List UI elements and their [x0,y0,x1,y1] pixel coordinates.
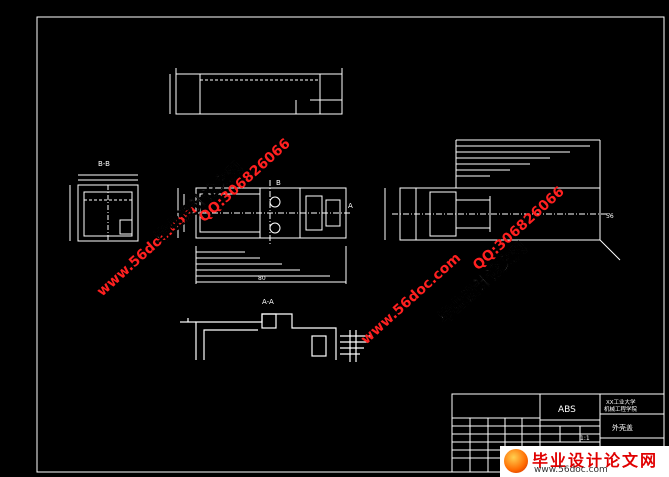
title-block-university: XX工业大学 [606,398,636,406]
front-view [177,180,352,284]
logo-title: 毕业设计论文网 [532,451,659,470]
cut-label-b: B [276,179,281,187]
dim-width: 56 [606,213,614,220]
section-view-b [69,174,139,242]
site-logo: 毕业设计论文网 www.56doc.com [500,446,669,477]
cut-label-a: A [348,202,353,210]
drawing-border [36,16,665,473]
section-label-aa: A-A [262,298,274,306]
title-block-material: ABS [558,405,576,415]
section-view-a [180,313,372,362]
side-view [384,139,621,261]
logo-ball-icon [504,449,528,473]
title-block-part-name: 外壳盖 [612,423,633,432]
title-block-scale: 1:1 [580,435,590,442]
dim-overall: 80 [258,275,266,282]
title-block-department: 机械工程学院 [604,405,638,413]
top-view [169,68,343,115]
section-label-bb: B-B [98,160,110,168]
title-block [451,393,665,473]
logo-url: www.56doc.com [534,465,608,475]
